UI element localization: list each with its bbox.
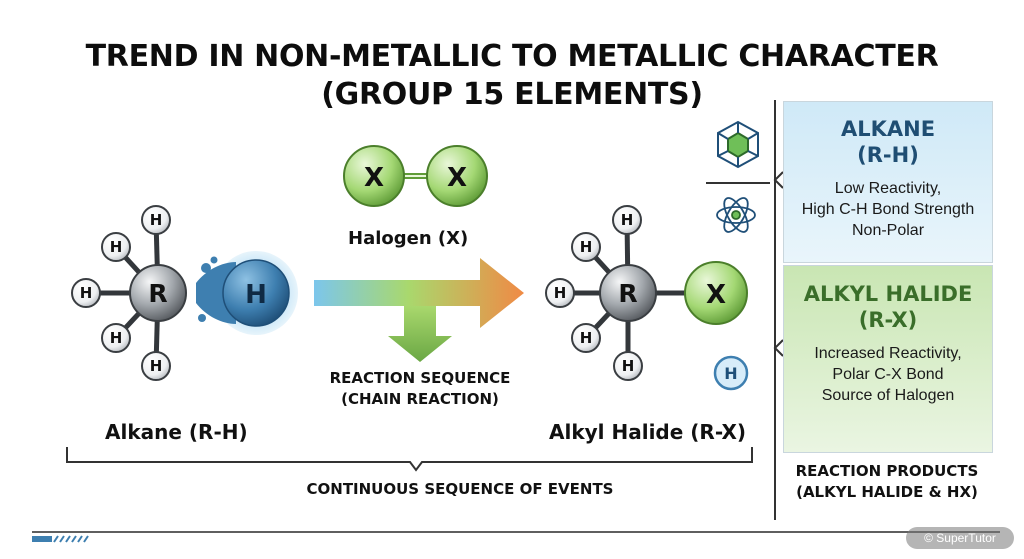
alkane-panel: ALKANE (R-H) Low Reactivity, High C-H Bo…: [783, 101, 993, 263]
alkyl-halide-panel-heading: ALKYL HALIDE: [803, 282, 973, 306]
alkyl-halide-panel-formula: (R-X): [858, 308, 918, 332]
hydrogen-label: H: [621, 211, 634, 229]
leaving-hydrogen-label: H: [245, 280, 267, 310]
panel-connector: [773, 171, 784, 189]
sequence-bracket: [66, 447, 753, 472]
alkane-panel-description: Low Reactivity, High C-H Bond Strength N…: [784, 178, 992, 241]
hydrogen-label: H: [110, 329, 123, 347]
hydrogen-label: H: [80, 284, 93, 302]
title-line-1: TREND IN NON-METALLIC TO METALLIC CHARAC…: [85, 39, 939, 74]
hydrogen-atom: [101, 323, 131, 353]
carbon-center-atom: [599, 264, 657, 322]
hydrogen-atom: [141, 205, 171, 235]
halogen-atom-left: [343, 145, 405, 207]
halogen-atom-label: X: [364, 163, 384, 193]
hydrogen-atom: [613, 351, 643, 381]
alkane-panel-line: Non-Polar: [851, 222, 925, 239]
hydrogen-atom: [571, 323, 601, 353]
alkane-panel-heading: ALKANE: [840, 117, 936, 141]
center-atom-label: R: [618, 279, 637, 308]
hydrogen-label: H: [150, 357, 163, 375]
alkyl-halide-panel-line: Increased Reactivity,: [814, 345, 962, 362]
diagram-title: TREND IN NON-METALLIC TO METALLIC CHARAC…: [0, 38, 1024, 114]
hydrogen-atom: [101, 232, 131, 262]
brand-watermark: © SuperTutor: [906, 527, 1014, 549]
halogen-label: Halogen (X): [348, 228, 469, 249]
hydrogen-atom: [545, 278, 575, 308]
hydrogen-label: H: [554, 284, 567, 302]
hydrogen-label: H: [110, 238, 123, 256]
atom-icon: [716, 197, 756, 233]
hydrogen-atom: [571, 232, 601, 262]
alkane-h-atoms: H H H H H: [71, 205, 171, 381]
halogen-atom-label: X: [447, 163, 467, 193]
substituent-label: X: [706, 280, 726, 310]
alkyl-halide-panel: ALKYL HALIDE (R-X) Increased Reactivity,…: [783, 265, 993, 453]
reaction-products-line-1: REACTION PRODUCTS: [795, 462, 979, 480]
reaction-sequence-label: REACTION SEQUENCE (CHAIN REACTION): [300, 368, 540, 410]
halogen-molecule: X X: [343, 145, 488, 207]
reaction-arrow: [314, 258, 524, 328]
free-hydrogen-label: H: [724, 364, 737, 383]
hydrogen-atom: [612, 205, 642, 235]
footer-stripes: [53, 535, 89, 543]
halogen-atom-right: [426, 145, 488, 207]
branch-down-arrow: [388, 306, 452, 362]
halogen-substituent-atom: [684, 261, 748, 325]
crystal-lattice-icon: [717, 120, 759, 169]
hydrogen-label: H: [622, 357, 635, 375]
hydrogen-atom: [71, 278, 101, 308]
free-hydrogen-atom: [713, 355, 749, 391]
bond-splash: [196, 262, 236, 324]
alkane-panel-formula: (R-H): [857, 143, 919, 167]
footer-accent: [32, 536, 52, 542]
reaction-sequence-line-1: REACTION SEQUENCE: [329, 369, 511, 387]
alkyl-halide-panel-line: Polar C-X Bond: [832, 366, 944, 383]
alkyl-halide-label: Alkyl Halide (R-X): [549, 420, 747, 444]
title-line-2: (GROUP 15 ELEMENTS): [321, 77, 703, 112]
alkyl-halide-panel-line: Source of Halogen: [821, 387, 955, 404]
reaction-sequence-line-2: (CHAIN REACTION): [341, 390, 499, 408]
carbon-center-atom: [129, 264, 187, 322]
panel-connector: [773, 339, 784, 357]
alkane-molecule: H H H H H H R: [71, 205, 298, 381]
continuous-sequence-label: CONTINUOUS SEQUENCE OF EVENTS: [306, 480, 614, 498]
alkane-label: Alkane (R-H): [105, 420, 248, 444]
center-atom-label: R: [148, 279, 167, 308]
hydrogen-label: H: [150, 211, 163, 229]
alkyl-halide-molecule: X H H H H H R: [545, 205, 748, 381]
reaction-products-line-2: (ALKYL HALIDE & HX): [796, 483, 978, 501]
alkane-panel-line: Low Reactivity,: [834, 180, 942, 197]
reaction-products-caption: REACTION PRODUCTS (ALKYL HALIDE & HX): [775, 461, 999, 503]
hydrogen-label: H: [580, 329, 593, 347]
alkyl-halide-panel-description: Increased Reactivity, Polar C-X Bond Sou…: [784, 343, 992, 406]
hydrogen-atom: [141, 351, 171, 381]
leaving-hydrogen-atom: [222, 259, 290, 327]
hydrogen-label: H: [580, 238, 593, 256]
alkane-panel-line: High C-H Bond Strength: [801, 201, 975, 218]
